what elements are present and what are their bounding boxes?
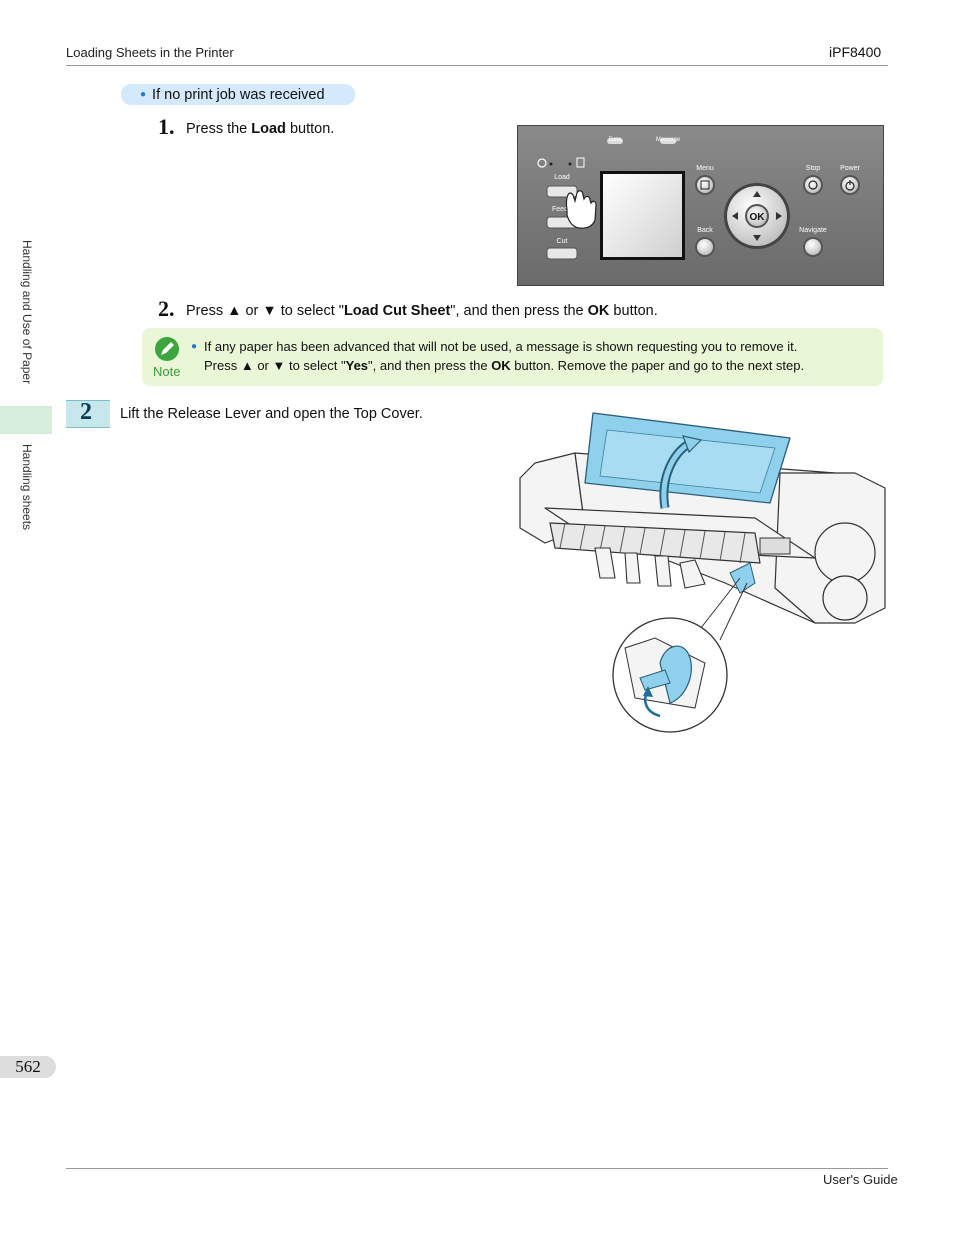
panel-label-navigate: Navigate: [799, 227, 827, 234]
panel-label-ok: OK: [750, 212, 766, 223]
note-line-1: If any paper has been advanced that will…: [204, 339, 798, 354]
note-line-2: Press ▲ or ▼ to select "Yes", and then p…: [204, 358, 805, 373]
main-step-number-box: 2: [66, 399, 110, 428]
note-pencil-icon: [155, 337, 179, 361]
main-step-number: 2: [80, 399, 92, 425]
bullet-icon: ●: [191, 341, 198, 352]
side-tab-chapter: Handling and Use of Paper: [20, 240, 34, 385]
panel-label-stop: Stop: [806, 165, 821, 172]
note-text: If any paper has been advanced that will…: [204, 337, 804, 375]
panel-label-power: Power: [840, 165, 861, 172]
pointing-hand-icon: [565, 190, 597, 229]
running-header-model: iPF8400: [829, 44, 882, 60]
condition-pill: ● If no print job was received: [121, 84, 355, 105]
panel-label-cut: Cut: [557, 238, 568, 245]
condition-text: If no print job was received: [152, 87, 325, 103]
panel-label-data: Data: [609, 137, 622, 143]
panel-label-feed: Feed: [552, 206, 568, 213]
step-2-number: 2.: [158, 296, 175, 321]
panel-label-back: Back: [697, 227, 713, 234]
header-rule: [66, 65, 888, 66]
running-header-section: Loading Sheets in the Printer: [66, 45, 234, 60]
footer-rule: [66, 1168, 888, 1169]
step-2-text: Press ▲ or ▼ to select "Load Cut Sheet",…: [186, 303, 658, 319]
panel-label-message: Message: [656, 137, 681, 143]
bullet-icon: ●: [140, 89, 147, 100]
lift-arrow-icon: [682, 435, 703, 454]
footer-text: User's Guide: [823, 1172, 898, 1187]
main-step-text: Lift the Release Lever and open the Top …: [120, 406, 423, 422]
printer-illustration: [515, 408, 887, 733]
step-1-text: Press the Load button.: [186, 121, 335, 137]
page-number: 562: [0, 1056, 56, 1078]
note-label: Note: [153, 364, 181, 379]
side-tab-section: Handling sheets: [20, 444, 34, 531]
note-box: Note ● If any paper has been advanced th…: [142, 328, 883, 386]
control-panel-illustration: Data Message Load Feed Cut Menu Back OK …: [517, 125, 884, 286]
side-tab-marker: [0, 406, 52, 434]
panel-label-load: Load: [554, 174, 570, 181]
step-1-number: 1.: [158, 114, 175, 139]
panel-label-menu: Menu: [696, 165, 714, 172]
